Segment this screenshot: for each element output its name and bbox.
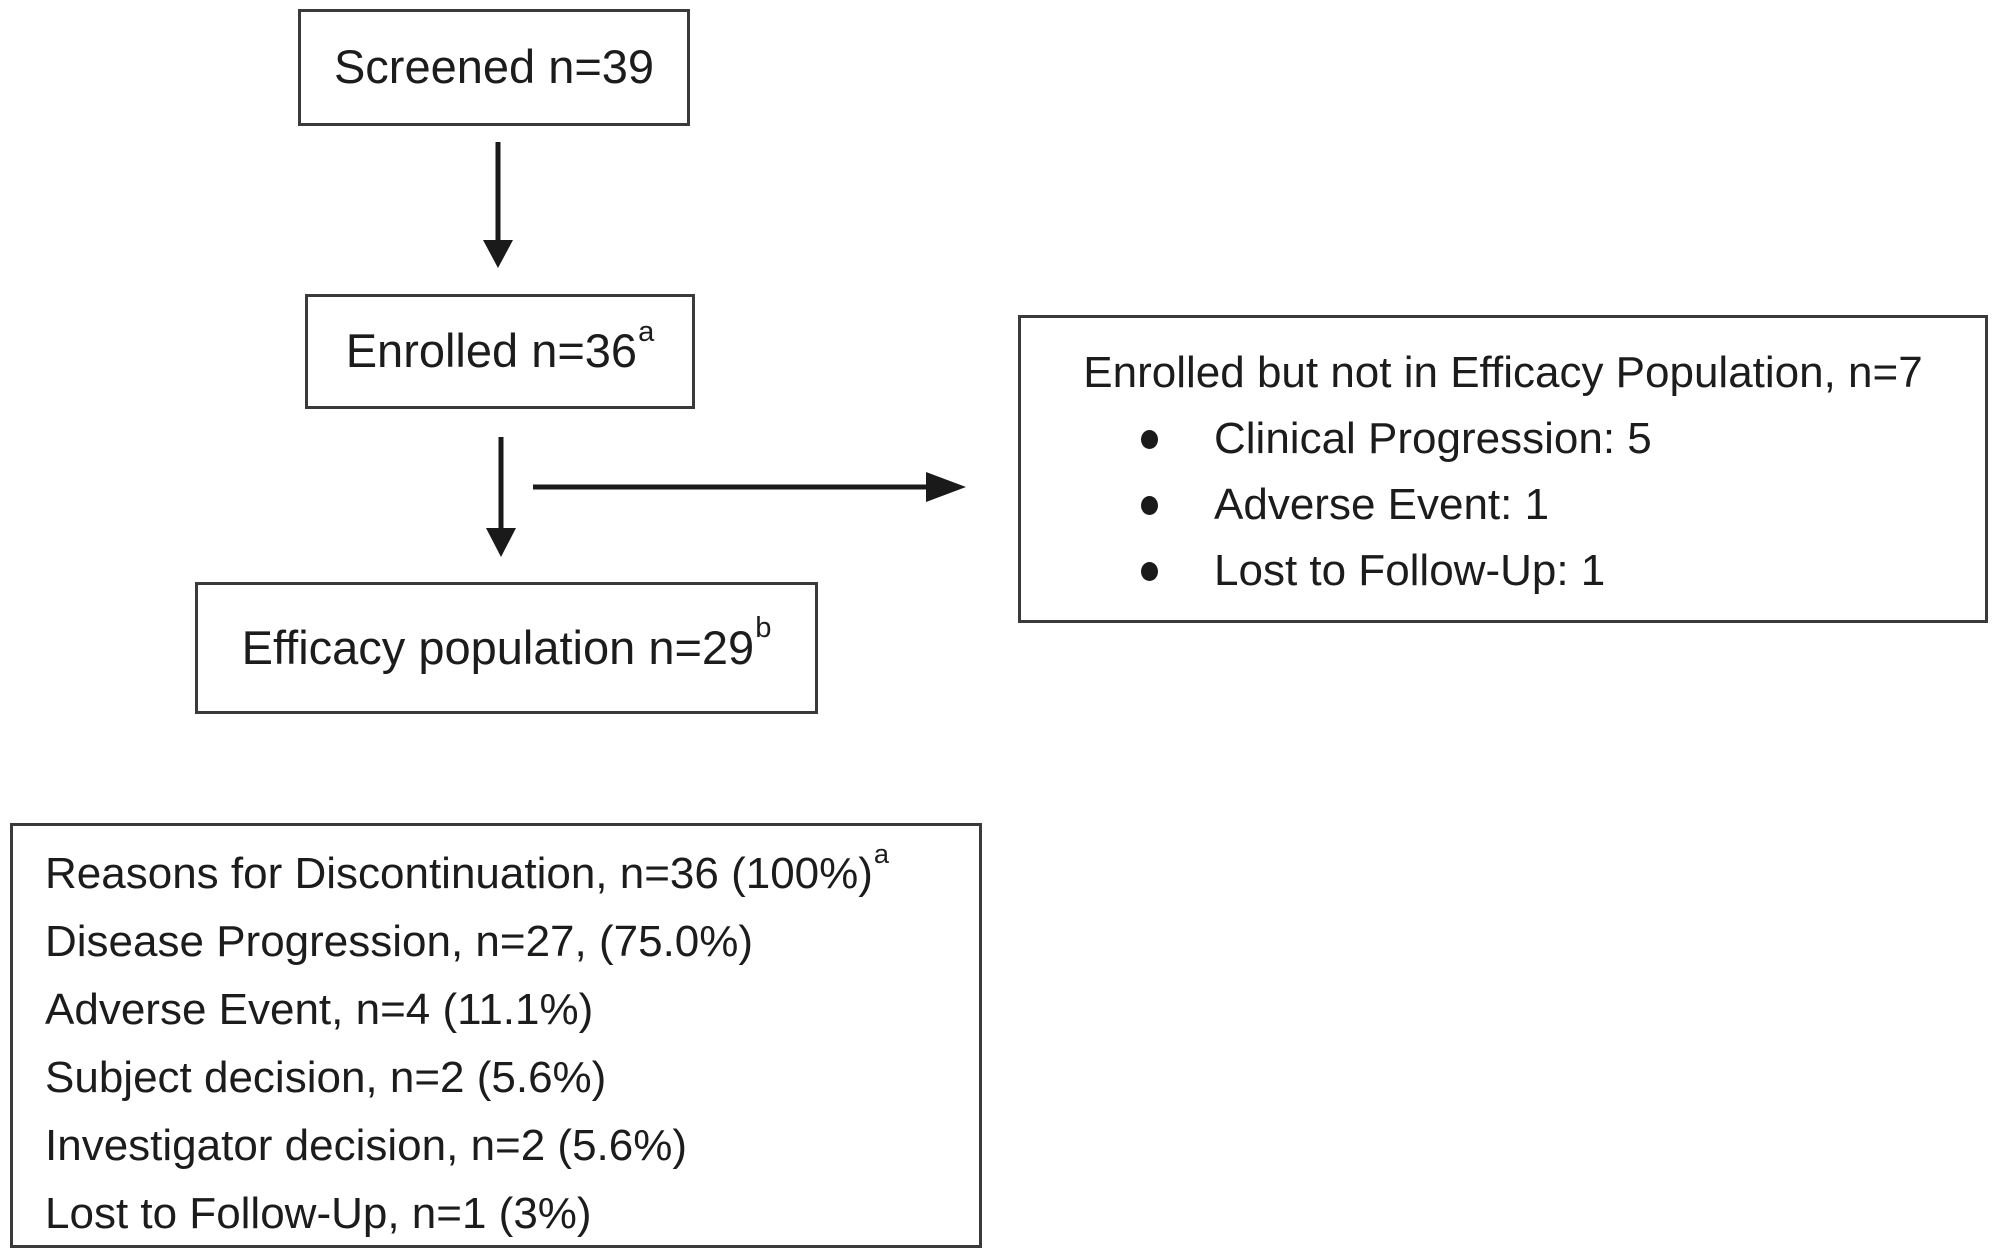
discontinuation-line: Disease Progression, n=27, (75.0%)	[45, 917, 754, 966]
footnote-a-marker: a	[873, 837, 890, 869]
bullet-dot-icon	[1141, 495, 1158, 515]
enrolled-label: Enrolled n=36a	[345, 315, 655, 378]
footnote-a-marker: a	[638, 315, 655, 348]
enrolled-box: Enrolled n=36a	[305, 294, 695, 409]
discontinuation-line: Adverse Event, n=4 (11.1%)	[45, 985, 594, 1034]
exclusion-box: Enrolled but not in Efficacy Population,…	[1018, 315, 1988, 623]
exclusion-bullet-item: Clinical Progression: 5	[1021, 406, 1985, 472]
efficacy-box: Efficacy population n=29b	[195, 582, 818, 714]
discontinuation-box: Reasons for Discontinuation, n=36 (100%)…	[10, 823, 982, 1248]
efficacy-label: Efficacy population n=29b	[241, 612, 772, 674]
exclusion-bullet-item: Lost to Follow-Up: 1	[1021, 538, 1985, 604]
footnote-b-marker: b	[755, 612, 772, 645]
exclusion-bullet-text: Lost to Follow-Up: 1	[1214, 546, 1606, 595]
exclusion-bullet-list: Clinical Progression: 5 Adverse Event: 1…	[1021, 406, 1985, 604]
bullet-dot-icon	[1141, 561, 1158, 581]
bullet-dot-icon	[1141, 429, 1158, 449]
arrow-screened-to-enrolled	[483, 142, 513, 268]
discontinuation-line: Subject decision, n=2 (5.6%)	[45, 1053, 607, 1102]
arrow-enrolled-to-efficacy	[486, 437, 516, 557]
arrow-enrolled-to-exclusions	[533, 472, 966, 502]
exclusion-bullet-item: Adverse Event: 1	[1021, 472, 1985, 538]
discontinuation-title: Reasons for Discontinuation, n=36 (100%)…	[45, 837, 890, 898]
discontinuation-line: Investigator decision, n=2 (5.6%)	[45, 1121, 688, 1170]
exclusion-bullet-text: Adverse Event: 1	[1214, 480, 1550, 529]
exclusion-bullet-text: Clinical Progression: 5	[1214, 414, 1652, 463]
exclusion-title: Enrolled but not in Efficacy Population,…	[1083, 348, 1923, 397]
discontinuation-line: Lost to Follow-Up, n=1 (3%)	[45, 1189, 592, 1238]
screened-label: Screened n=39	[333, 40, 655, 94]
screened-box: Screened n=39	[298, 9, 690, 126]
